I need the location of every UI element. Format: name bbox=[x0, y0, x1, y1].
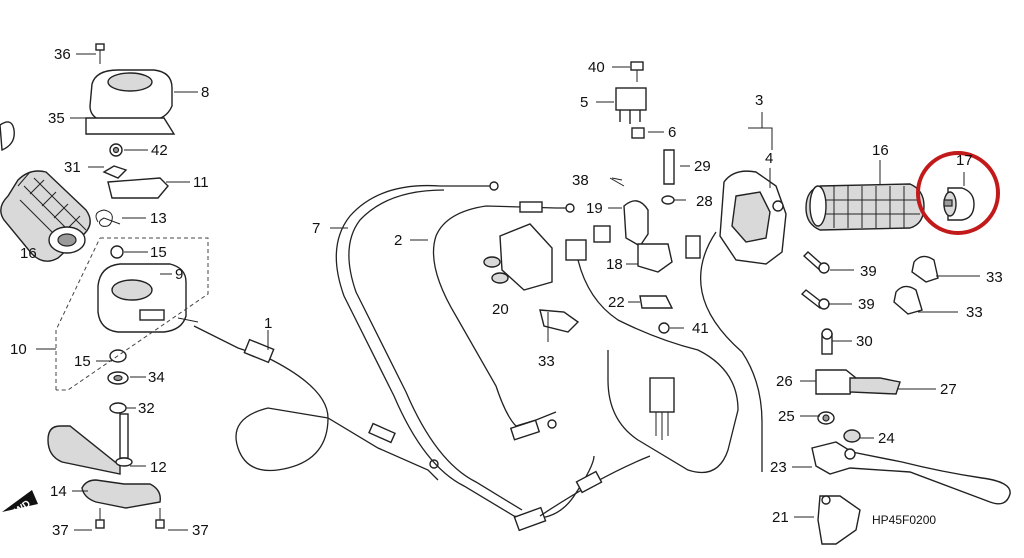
callout-19: 19 bbox=[586, 200, 603, 217]
brake-lever-assembly bbox=[811, 369, 1011, 545]
fwd-arrow bbox=[2, 490, 38, 512]
throttle-lever bbox=[47, 413, 165, 529]
callout-30: 30 bbox=[856, 333, 873, 350]
callout-2: 2 bbox=[394, 232, 402, 249]
relay-5 bbox=[615, 61, 647, 139]
callout-10: 10 bbox=[10, 341, 27, 358]
callout-42: 42 bbox=[151, 142, 168, 159]
callout-16-right: 16 bbox=[872, 142, 889, 159]
callout-37-right: 37 bbox=[192, 522, 209, 539]
callout-39-lower: 39 bbox=[858, 296, 875, 313]
callout-25: 25 bbox=[778, 408, 795, 425]
switch-bracket bbox=[539, 149, 675, 334]
callout-33-upper-right: 33 bbox=[986, 269, 1003, 286]
callout-15-upper: 15 bbox=[150, 244, 167, 261]
callout-4: 4 bbox=[765, 150, 773, 167]
wire-harness bbox=[565, 225, 763, 474]
callout-39-upper: 39 bbox=[860, 263, 877, 280]
left-housing-upper bbox=[85, 43, 176, 227]
callout-21: 21 bbox=[772, 509, 789, 526]
callout-23: 23 bbox=[770, 459, 787, 476]
callout-28: 28 bbox=[696, 193, 713, 210]
callout-17: 17 bbox=[956, 152, 973, 169]
callout-29: 29 bbox=[694, 158, 711, 175]
leader-lines bbox=[36, 53, 980, 531]
callout-14: 14 bbox=[50, 483, 67, 500]
callout-13: 13 bbox=[150, 210, 167, 227]
callout-41: 41 bbox=[692, 320, 709, 337]
cable-2 bbox=[432, 201, 575, 441]
callout-40: 40 bbox=[588, 59, 605, 76]
callout-12: 12 bbox=[150, 459, 167, 476]
callout-18: 18 bbox=[606, 256, 623, 273]
callout-35: 35 bbox=[48, 110, 65, 127]
callout-22: 22 bbox=[608, 294, 625, 311]
cable-1 bbox=[193, 325, 439, 481]
right-switch-housing bbox=[719, 127, 787, 265]
callout-26: 26 bbox=[776, 373, 793, 390]
callout-34: 34 bbox=[148, 369, 165, 386]
callout-9: 9 bbox=[175, 266, 183, 283]
callout-7: 7 bbox=[312, 220, 320, 237]
callout-31: 31 bbox=[64, 159, 81, 176]
callout-33-center: 33 bbox=[538, 353, 555, 370]
highlight-circle bbox=[916, 151, 1000, 235]
group-bracket-10 bbox=[55, 237, 209, 391]
right-grip-16 bbox=[805, 183, 925, 231]
callout-36: 36 bbox=[54, 46, 71, 63]
diagram-code: HP45F0200 bbox=[872, 513, 936, 527]
callout-38: 38 bbox=[572, 172, 589, 189]
callout-3: 3 bbox=[755, 92, 763, 109]
callout-5: 5 bbox=[580, 94, 588, 111]
callout-20: 20 bbox=[492, 301, 509, 318]
bar-end-17 bbox=[943, 187, 975, 221]
bolts-right bbox=[800, 251, 939, 355]
callout-27: 27 bbox=[940, 381, 957, 398]
left-grip bbox=[0, 121, 91, 262]
callout-37-left: 37 bbox=[52, 522, 69, 539]
callout-33-lower-right: 33 bbox=[966, 304, 983, 321]
callout-32: 32 bbox=[138, 400, 155, 417]
cable-7 bbox=[335, 181, 651, 532]
ignition-coil-20 bbox=[483, 223, 553, 291]
callout-numbers: 36 8 35 42 31 11 13 16 15 9 10 15 34 32 … bbox=[8, 46, 1003, 539]
callout-16-left: 16 bbox=[20, 245, 37, 262]
callout-8: 8 bbox=[201, 84, 209, 101]
left-housing-lower bbox=[97, 245, 199, 414]
callout-15-lower: 15 bbox=[74, 353, 91, 370]
callout-11: 11 bbox=[193, 174, 209, 191]
callout-1: 1 bbox=[264, 315, 272, 332]
callout-6: 6 bbox=[668, 124, 676, 141]
callout-24: 24 bbox=[878, 430, 895, 447]
